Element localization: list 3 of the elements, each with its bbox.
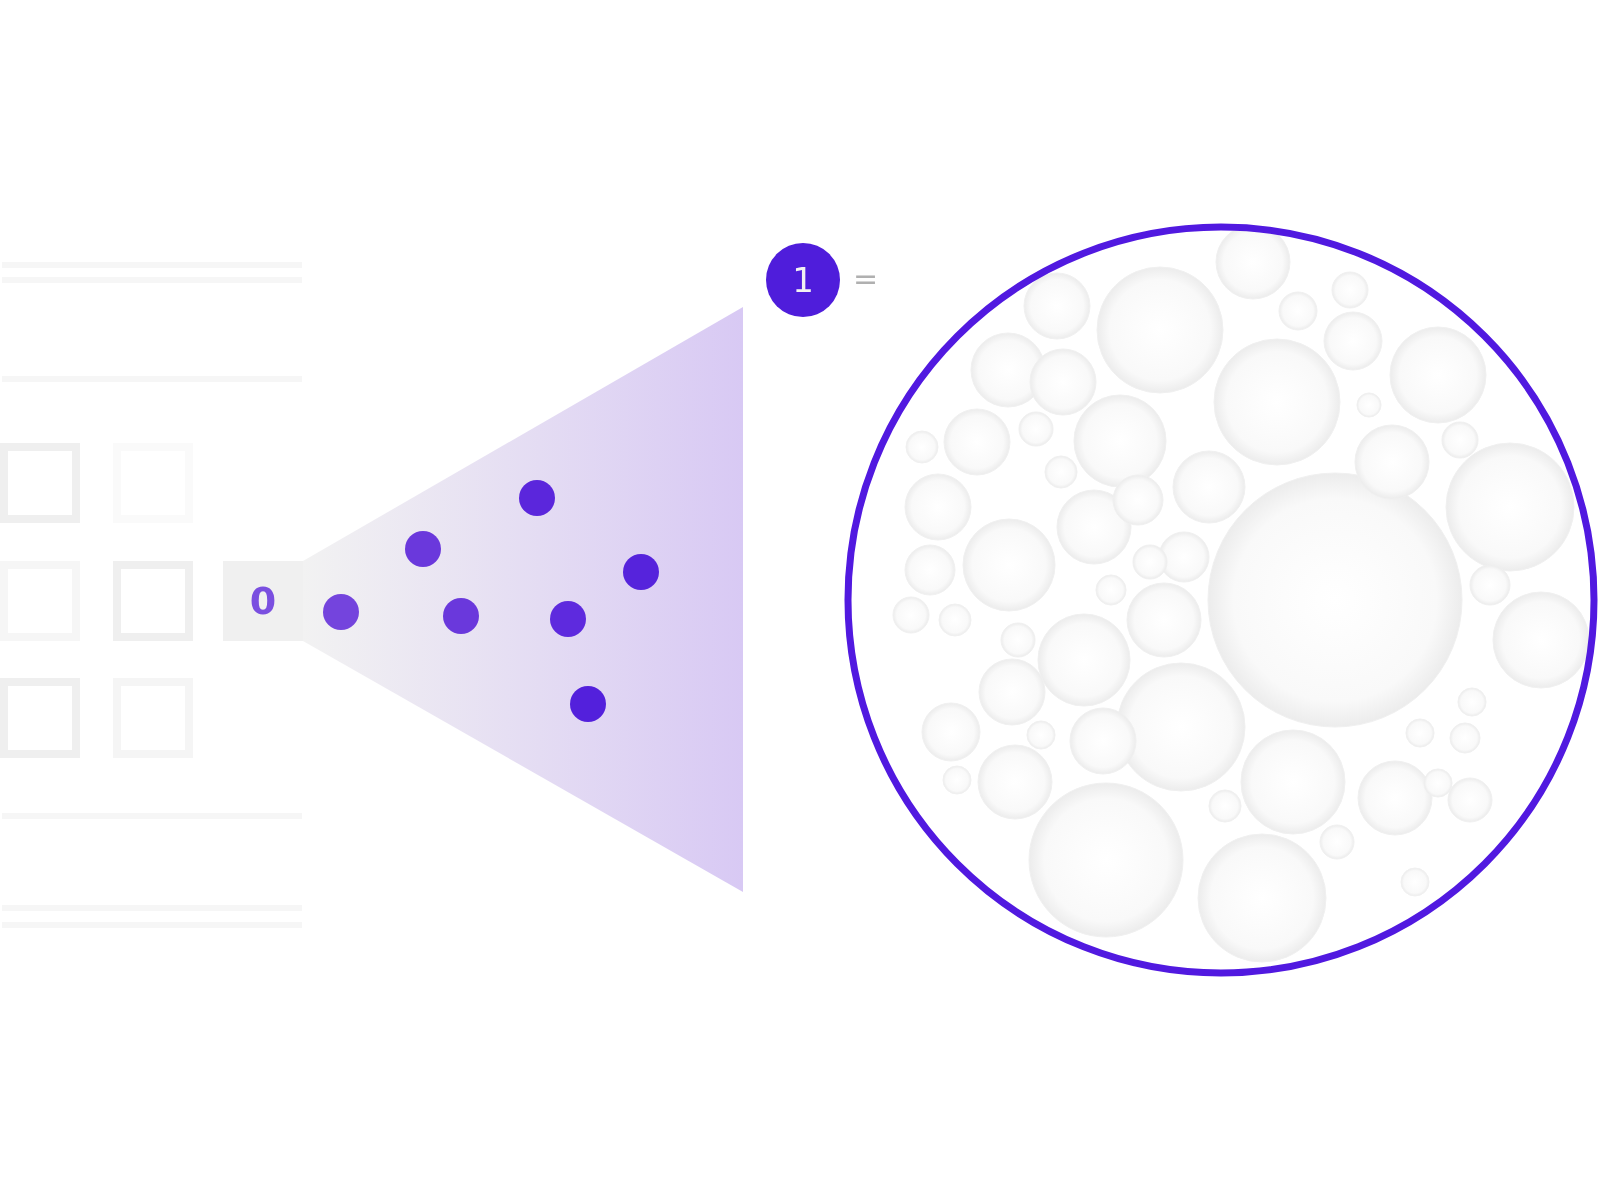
equals-sign: = <box>853 261 879 296</box>
digit-text: 0 <box>249 579 277 623</box>
digit-text: 1 <box>792 260 814 300</box>
